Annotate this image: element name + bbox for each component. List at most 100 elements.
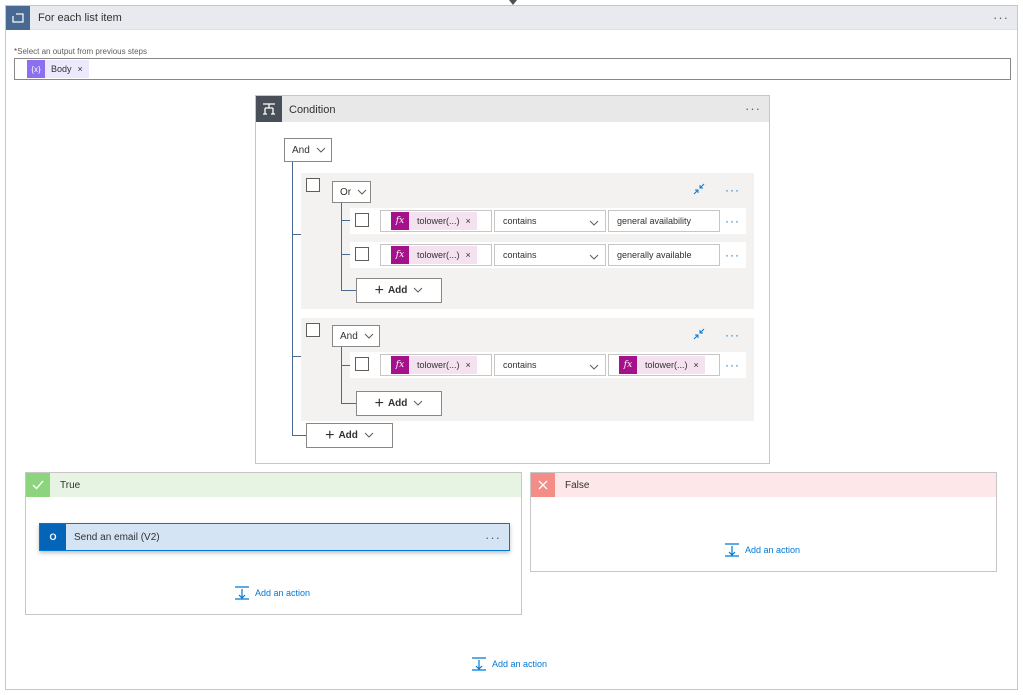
chevron-down-icon xyxy=(589,362,599,372)
row-checkbox[interactable] xyxy=(355,213,369,227)
remove-token-button[interactable]: × xyxy=(693,360,699,370)
right-operand-field[interactable]: generally available xyxy=(608,244,720,266)
fx-icon: fx xyxy=(391,246,409,264)
send-email-title: Send an email (V2) xyxy=(74,532,160,543)
plus-icon: + xyxy=(374,394,384,412)
close-icon xyxy=(531,473,555,497)
operator-dropdown[interactable]: contains xyxy=(494,244,606,266)
expression-token[interactable]: fx tolower(...) × xyxy=(391,212,477,230)
group-menu-button[interactable]: ··· xyxy=(725,183,740,197)
input-label-text: Select an output from previous steps xyxy=(17,47,147,56)
foreach-add-action-link[interactable]: Add an action xyxy=(471,656,547,672)
add-action-label: Add an action xyxy=(745,545,801,555)
tree-line xyxy=(292,234,301,235)
true-add-action-link[interactable]: Add an action xyxy=(234,585,310,601)
group-menu-button[interactable]: ··· xyxy=(725,328,740,342)
true-branch-title: True xyxy=(60,480,81,491)
send-email-action[interactable]: O Send an email (V2) ··· xyxy=(39,523,510,551)
add-button-label: Add xyxy=(387,285,408,296)
tree-line xyxy=(341,365,353,366)
collapse-icon[interactable] xyxy=(693,183,705,198)
group-add-button[interactable]: + Add xyxy=(356,278,442,303)
outlook-icon: O xyxy=(40,524,66,550)
condition-title: Condition xyxy=(289,104,336,116)
plus-icon: + xyxy=(325,426,335,444)
condition-row: fx tolower(...) × contains generally ava… xyxy=(350,242,746,268)
output-input[interactable]: {x} Body × xyxy=(14,58,1011,80)
false-add-action-link[interactable]: Add an action xyxy=(724,542,800,558)
expression-token-label: tolower(...) xyxy=(417,250,460,260)
tree-line xyxy=(341,254,353,255)
condition-header[interactable]: Condition ··· xyxy=(256,96,769,122)
expression-token-label: tolower(...) xyxy=(417,360,460,370)
expression-token[interactable]: fx tolower(...) × xyxy=(391,246,477,264)
add-button-label: Add xyxy=(338,430,358,441)
check-icon xyxy=(26,473,50,497)
row-checkbox[interactable] xyxy=(355,357,369,371)
send-email-menu-button[interactable]: ··· xyxy=(485,530,501,545)
variable-icon: {x} xyxy=(27,60,45,78)
left-operand-field[interactable]: fx tolower(...) × xyxy=(380,244,492,266)
condition-row: fx tolower(...) × contains fx xyxy=(350,352,746,378)
condition-add-button[interactable]: + Add xyxy=(306,423,393,448)
group-checkbox[interactable] xyxy=(306,178,320,192)
add-button-label: Add xyxy=(387,398,408,409)
tree-line xyxy=(341,220,353,221)
false-branch-header[interactable]: False xyxy=(531,473,996,497)
required-marker: * xyxy=(14,47,18,56)
operator-label: contains xyxy=(503,250,537,260)
tree-line xyxy=(292,162,293,435)
group-operator-dropdown[interactable]: Or xyxy=(332,181,371,203)
tree-line xyxy=(292,435,306,436)
add-action-icon xyxy=(725,543,739,557)
chevron-down-icon xyxy=(357,187,367,198)
foreach-title: For each list item xyxy=(38,12,122,24)
chevron-down-icon xyxy=(316,145,326,156)
true-branch-header[interactable]: True xyxy=(26,473,521,497)
loop-icon xyxy=(6,6,30,30)
expression-token[interactable]: fx tolower(...) × xyxy=(391,356,477,374)
add-action-icon xyxy=(235,586,249,600)
foreach-menu-button[interactable]: ··· xyxy=(993,10,1009,25)
left-operand-field[interactable]: fx tolower(...) × xyxy=(380,210,492,232)
remove-token-button[interactable]: × xyxy=(465,250,471,260)
group-checkbox[interactable] xyxy=(306,323,320,337)
add-action-icon xyxy=(472,657,486,671)
expression-token[interactable]: fx tolower(...) × xyxy=(619,356,705,374)
remove-token-button[interactable]: × xyxy=(465,216,471,226)
right-operand-field[interactable]: general availability xyxy=(608,210,720,232)
false-branch: False Add an action xyxy=(530,472,997,572)
group-operator-dropdown[interactable]: And xyxy=(332,325,380,347)
foreach-header[interactable]: For each list item ··· xyxy=(6,6,1017,30)
group-add-button[interactable]: + Add xyxy=(356,391,442,416)
false-branch-title: False xyxy=(565,480,590,491)
expression-token-label: tolower(...) xyxy=(417,216,460,226)
remove-token-button[interactable]: × xyxy=(77,64,83,74)
condition-card: Condition ··· And Or xyxy=(255,95,770,464)
condition-row: fx tolower(...) × contains general avail… xyxy=(350,208,746,234)
remove-token-button[interactable]: × xyxy=(465,360,471,370)
row-menu-button[interactable]: ··· xyxy=(725,248,740,262)
left-operand-field[interactable]: fx tolower(...) × xyxy=(380,354,492,376)
add-action-label: Add an action xyxy=(492,659,548,669)
operator-dropdown[interactable]: contains xyxy=(494,354,606,376)
right-operand-field[interactable]: fx tolower(...) × xyxy=(608,354,720,376)
tree-line xyxy=(292,356,301,357)
plus-icon: + xyxy=(374,281,384,299)
row-menu-button[interactable]: ··· xyxy=(725,214,740,228)
chevron-down-icon xyxy=(413,398,423,409)
collapse-icon[interactable] xyxy=(693,328,705,343)
expression-token-label: tolower(...) xyxy=(645,360,688,370)
group-operator-label: And xyxy=(340,330,358,342)
row-menu-button[interactable]: ··· xyxy=(725,358,740,372)
chevron-down-icon xyxy=(364,331,374,342)
row-checkbox[interactable] xyxy=(355,247,369,261)
root-operator-label: And xyxy=(292,144,310,156)
chevron-down-icon xyxy=(589,252,599,262)
operator-dropdown[interactable]: contains xyxy=(494,210,606,232)
tree-line xyxy=(341,203,342,290)
root-operator-dropdown[interactable]: And xyxy=(284,138,332,162)
body-token[interactable]: {x} Body × xyxy=(27,60,89,78)
condition-menu-button[interactable]: ··· xyxy=(745,101,761,116)
chevron-down-icon xyxy=(413,285,423,296)
